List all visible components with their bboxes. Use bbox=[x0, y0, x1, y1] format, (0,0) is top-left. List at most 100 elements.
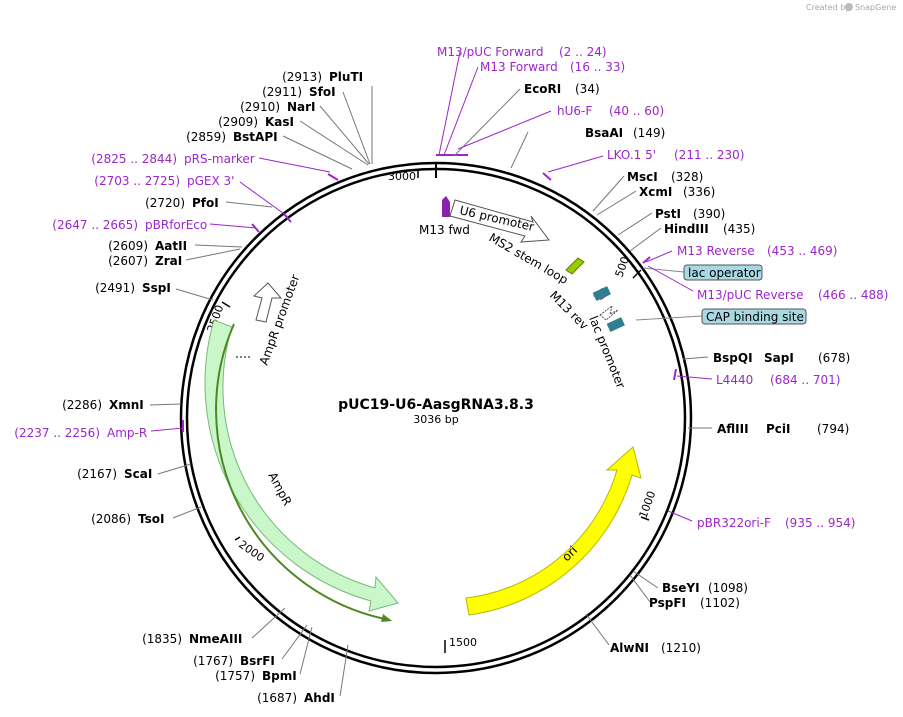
lac-region: lac promoter bbox=[586, 286, 628, 390]
leader-prs-marker bbox=[258, 157, 331, 173]
lac-operator-tag: lac operator bbox=[642, 264, 763, 281]
site-xcmi-pos: (336) bbox=[683, 185, 715, 199]
leader-sspi bbox=[175, 288, 214, 301]
leader-xmni bbox=[149, 403, 182, 406]
ampr-promoter-feature: AmpR promoter bbox=[252, 273, 302, 367]
leader-pspfi bbox=[629, 574, 651, 603]
m13-fwd-arrow bbox=[442, 196, 450, 217]
leader-m13puc-fwd bbox=[438, 51, 461, 156]
site-zrai-pos: (2607) bbox=[108, 254, 148, 268]
lac-operator-label: lac operator bbox=[688, 266, 761, 280]
primer-pgex3-name: pGEX 3' bbox=[187, 174, 234, 188]
site-msci-pos: (328) bbox=[671, 170, 703, 184]
leader-ahdi bbox=[339, 644, 349, 697]
primer-m13puc-rev-range: (466 .. 488) bbox=[818, 288, 888, 302]
lac-operator-box bbox=[683, 264, 763, 281]
site-alwni-pos: (1210) bbox=[661, 641, 701, 655]
site-ecori-name: EcoRI bbox=[524, 82, 561, 96]
cap-site-block bbox=[606, 317, 625, 333]
backbone-outer-ring bbox=[179, 161, 693, 675]
site-psti-pos: (390) bbox=[693, 207, 725, 221]
primer-m13-rev-name: M13 Reverse bbox=[677, 244, 755, 258]
site-zrai-name: ZraI bbox=[155, 254, 182, 268]
primer-amp-r-range: (2237 .. 2256) bbox=[14, 426, 100, 440]
site-kasi-name: KasI bbox=[265, 115, 294, 129]
leader-pbr322ori bbox=[667, 510, 693, 522]
leader-amp-r bbox=[150, 427, 184, 432]
site-tsoi-name: TsoI bbox=[138, 512, 164, 526]
u6-promoter-arrow bbox=[449, 199, 550, 243]
leader-kasi bbox=[299, 120, 369, 166]
site-bspqi-name: BspQI bbox=[713, 351, 753, 365]
u6-promoter-label: U6 promoter bbox=[458, 203, 535, 234]
plasmid-size: 3036 bp bbox=[413, 413, 458, 426]
tick-1000 bbox=[640, 516, 650, 521]
leader-bspqi bbox=[682, 356, 709, 360]
site-bsrfi-name: BsrFI bbox=[240, 654, 275, 668]
site-kasi-pos: (2909) bbox=[218, 115, 258, 129]
leader-m13puc-rev bbox=[647, 265, 694, 292]
primer-prs-marker-range: (2825 .. 2844) bbox=[91, 152, 177, 166]
leader-lines bbox=[149, 51, 713, 697]
primer-m13-fwd-name: M13 Forward bbox=[480, 60, 558, 74]
cap-site-leader bbox=[635, 315, 703, 321]
site-sfoi-pos: (2911) bbox=[262, 85, 302, 99]
cap-site-box bbox=[701, 308, 807, 325]
site-nmeaiii-pos: (1835) bbox=[142, 632, 182, 646]
leader-m13-rev bbox=[645, 250, 673, 263]
tick-2500 bbox=[221, 301, 231, 308]
site-aatii-pos: (2609) bbox=[108, 239, 148, 253]
primer-lko1-name: LKO.1 5' bbox=[607, 148, 656, 162]
site-afliii-pos: (794) bbox=[817, 422, 849, 436]
site-sspi-pos: (2491) bbox=[95, 281, 135, 295]
site-bsaai-name: BsaAI bbox=[585, 126, 623, 140]
site-ahdi-pos: (1687) bbox=[257, 691, 297, 705]
site-bsrfi-pos: (1767) bbox=[193, 654, 233, 668]
ampr-strand-line bbox=[215, 323, 391, 621]
primer-m13puc-fwd-range: (2 .. 24) bbox=[559, 45, 607, 59]
site-hindiii-pos: (435) bbox=[723, 222, 755, 236]
site-xcmi-name: XcmI bbox=[639, 185, 672, 199]
site-tsoi-pos: (2086) bbox=[91, 512, 131, 526]
ampr-feature: AmpR bbox=[204, 319, 399, 622]
primer-amp-r-name: Amp-R bbox=[107, 426, 147, 440]
tick-2000 bbox=[234, 536, 241, 541]
leader-pbrforeco bbox=[209, 223, 257, 229]
leader-bseyi bbox=[632, 570, 659, 589]
leader-hu6f bbox=[457, 110, 552, 150]
leader-sfoi bbox=[342, 91, 371, 165]
leader-tsoi bbox=[172, 506, 202, 519]
lac-operator-leader bbox=[642, 267, 685, 273]
tick-500 bbox=[632, 269, 642, 279]
cap-site-tag: CAP binding site bbox=[635, 308, 807, 325]
primer-l4440-name: L4440 bbox=[716, 373, 753, 387]
site-pfoi-name: PfoI bbox=[192, 196, 219, 210]
tick-label-500: 500 bbox=[613, 255, 632, 279]
m13-rev-label: M13 rev bbox=[547, 288, 591, 332]
leader-alwni bbox=[585, 613, 610, 646]
site-bsaai-pos: (149) bbox=[633, 126, 665, 140]
ori-feature: ori bbox=[465, 446, 642, 616]
cap-site-label: CAP binding site bbox=[706, 310, 804, 324]
site-scai-pos: (2167) bbox=[77, 467, 117, 481]
site-ahdi-name: AhdI bbox=[304, 691, 335, 705]
ori-arrow bbox=[465, 446, 642, 616]
primer-mark-lko1 bbox=[542, 172, 552, 181]
leader-lko1 bbox=[547, 155, 604, 173]
site-nmeaiii-name: NmeAIII bbox=[189, 632, 242, 646]
primer-labels: M13/pUC Forward (2 .. 24) M13 Forward (1… bbox=[14, 45, 888, 530]
primer-mark-prs-marker bbox=[327, 173, 339, 181]
primer-marks bbox=[182, 154, 677, 432]
leader-m13-fwd bbox=[443, 66, 479, 156]
leader-xcmi bbox=[596, 190, 637, 216]
site-psti-name: PstI bbox=[655, 207, 681, 221]
primer-m13puc-fwd-name: M13/pUC Forward bbox=[437, 45, 544, 59]
leader-ecori bbox=[453, 88, 521, 157]
site-pspfi-pos: (1102) bbox=[700, 596, 740, 610]
site-bpmi-name: BpmI bbox=[262, 669, 297, 683]
tick-label-3000: 3000 bbox=[388, 170, 416, 183]
site-bstapi-name: BstAPI bbox=[233, 130, 278, 144]
ms2-stem-loop-mark bbox=[565, 257, 585, 275]
leader-psti bbox=[617, 212, 653, 236]
primer-pbrforeco-range: (2647 .. 2665) bbox=[52, 218, 138, 232]
